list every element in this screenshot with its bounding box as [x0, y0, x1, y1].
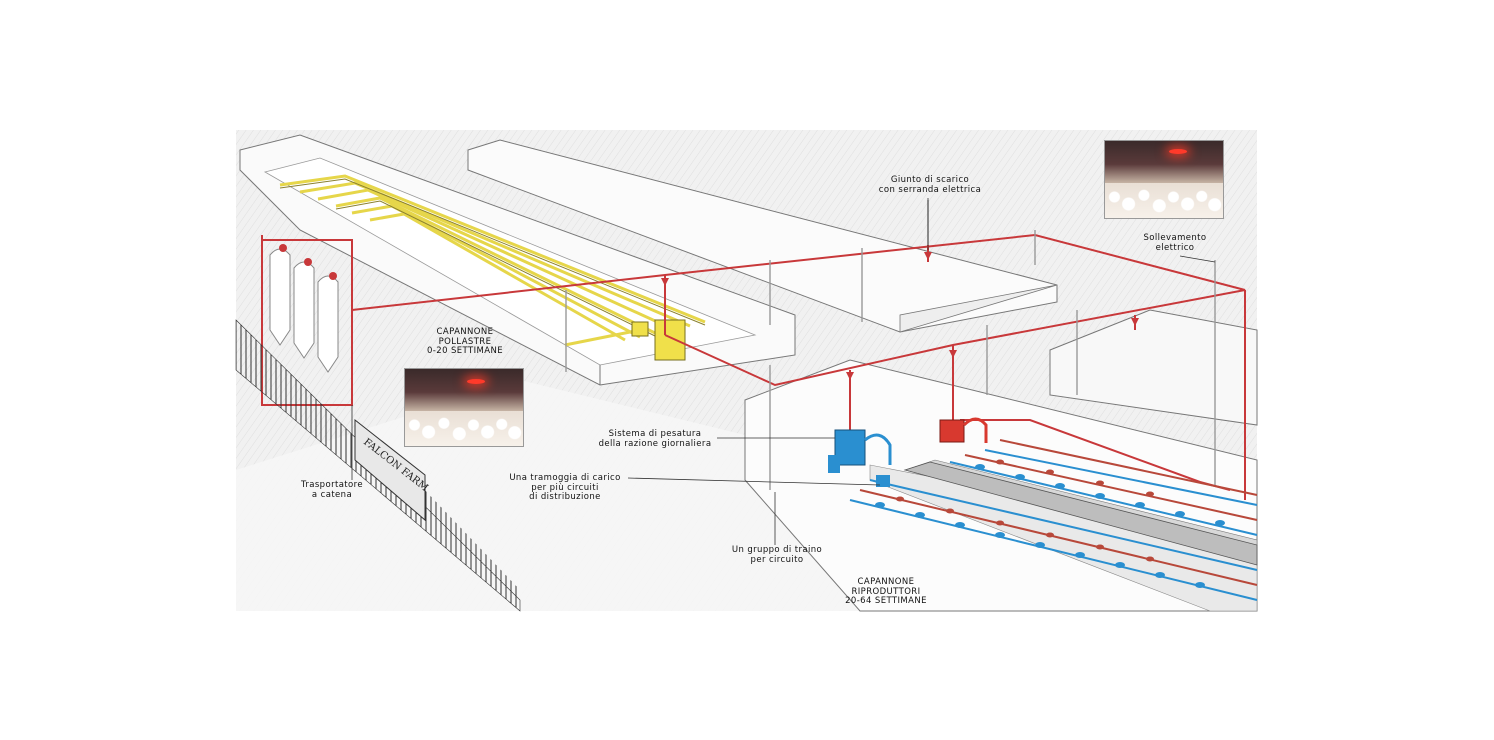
nest-row — [903, 461, 1258, 566]
feeder-pans — [875, 464, 1225, 588]
pullet-hopper-icon — [654, 319, 686, 361]
label-tramoggia: Una tramoggia di carico per più circuiti… — [500, 473, 630, 503]
label-sollevamento: Sollevamento elettrico — [1130, 233, 1220, 253]
poultry-photo-top-right — [1104, 140, 1224, 219]
label-line: Giunto di scarico — [890, 175, 970, 185]
label-line: Un gruppo di traino — [731, 545, 823, 555]
label-line: POLLASTRE — [438, 336, 492, 347]
label-line: Una tramoggia di carico — [509, 473, 621, 483]
label-capannone-pollastre: CAPANNONE POLLASTRE 0-20 SETTIMANE — [400, 327, 530, 357]
label-line: di distribuzione — [529, 492, 601, 502]
middle-house — [467, 139, 1058, 333]
label-line: CAPANNONE — [436, 327, 494, 337]
label-line: Trasportatore — [301, 480, 363, 490]
label-line: per circuito — [750, 554, 804, 565]
label-line: della razione giornaliera — [598, 438, 712, 449]
poultry-photo — [404, 368, 524, 447]
label-line: RIPRODUTTORI — [851, 586, 921, 597]
label-line: Sistema di pesatura — [608, 429, 702, 439]
label-line: a catena — [311, 489, 353, 500]
label-trasportatore: Trasportatore a catena — [296, 480, 368, 500]
red-hopper-icon — [939, 417, 988, 443]
label-giunto-scarico: Giunto di scarico con serranda elettrica — [866, 175, 994, 195]
label-line: 0-20 SETTIMANE — [427, 346, 503, 356]
label-line: per più circuiti — [531, 482, 599, 493]
label-line: con serranda elettrica — [878, 184, 982, 195]
label-line: elettrico — [1155, 242, 1195, 253]
label-sistema-pesatura: Sistema di pesatura della razione giorna… — [590, 429, 720, 449]
weighing-hopper-icon — [828, 429, 892, 487]
label-gruppo-traino: Un gruppo di traino per circuito — [712, 545, 842, 565]
breeder-pan-lines — [849, 439, 1258, 601]
label-line: 20-64 SETTIMANE — [845, 596, 927, 606]
label-line: CAPANNONE — [857, 577, 915, 587]
right-house — [1049, 309, 1258, 426]
label-capannone-riproduttori: CAPANNONE RIPRODUTTORI 20-64 SETTIMANE — [826, 577, 946, 607]
leader-lines — [351, 198, 1216, 545]
label-line: Sollevamento — [1143, 233, 1207, 243]
